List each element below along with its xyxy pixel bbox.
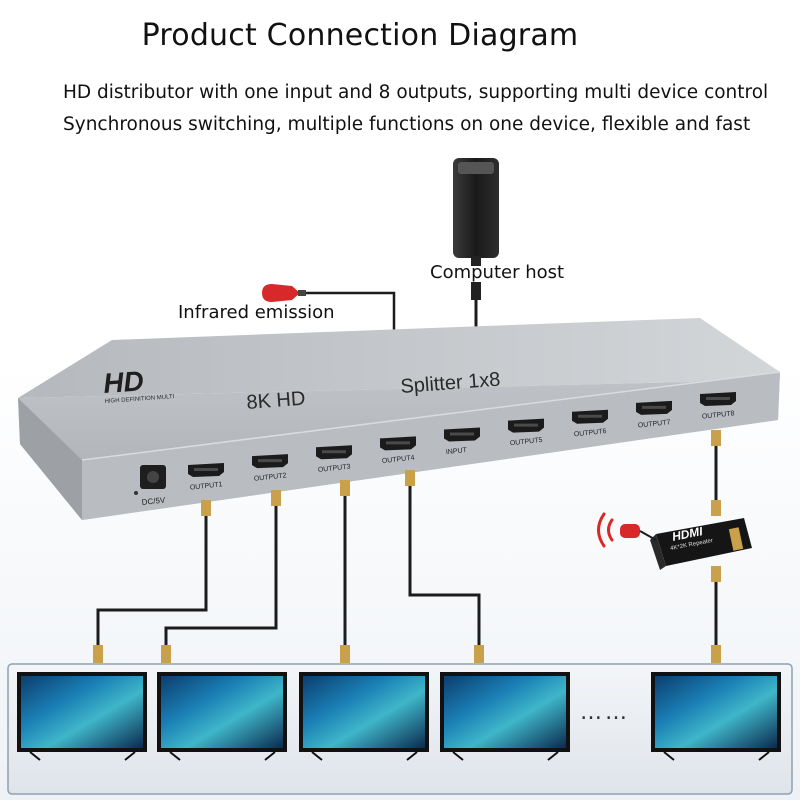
port-label-output3: OUTPUT3 xyxy=(318,464,351,474)
monitor-2 xyxy=(157,672,287,761)
repeater-ir-cable xyxy=(639,530,657,541)
device-logo-subtext: HIGH DEFINITION MULTI xyxy=(104,394,174,405)
power-label: DC/5V xyxy=(141,496,166,507)
input-cable-plug-top xyxy=(471,282,481,300)
hdmi-port-output7: OUTPUT7 xyxy=(636,400,672,430)
hdmi-port-output1: OUTPUT1 xyxy=(188,463,224,492)
more-monitors-ellipsis: …… xyxy=(580,700,630,725)
port-label-output4: OUTPUT4 xyxy=(382,455,415,465)
port-label-output2: OUTPUT2 xyxy=(254,472,287,482)
hdmi-ports: OUTPUT1 OUTPUT2 OUTPUT3 OUTPUT4 INPUT OUTPUT5… xyxy=(188,392,736,492)
port-label-output5: OUTPUT5 xyxy=(510,437,543,447)
device-logo-text: HD xyxy=(102,365,145,399)
hdmi-port-output2: OUTPUT2 xyxy=(252,454,288,483)
description-line-2: Synchronous switching, multiple function… xyxy=(63,114,751,135)
hdmi-port-output4: OUTPUT4 xyxy=(380,436,416,465)
monitor-3 xyxy=(299,672,429,761)
device-model-text: 8K HD xyxy=(246,388,306,414)
description-line-1: HD distributor with one input and 8 outp… xyxy=(63,82,769,103)
wireless-signal-icon xyxy=(597,512,614,548)
power-jack xyxy=(134,465,166,495)
port-label-input: INPUT xyxy=(446,447,468,456)
port-label-output8: OUTPUT8 xyxy=(702,410,735,420)
output-cables xyxy=(96,440,718,650)
monitor-5 xyxy=(651,672,781,761)
hdmi-port-output8: OUTPUT8 xyxy=(700,392,736,421)
device-logo: HD HIGH DEFINITION MULTI xyxy=(102,365,175,405)
repeater-ir-receiver xyxy=(620,524,640,538)
hdmi-repeater xyxy=(650,518,752,570)
hdmi-port-input: INPUT xyxy=(444,427,480,456)
hdmi-port-output5: OUTPUT5 xyxy=(508,418,544,447)
infrared-emission-label: Infrared emission xyxy=(178,302,335,323)
monitor-1 xyxy=(17,672,147,761)
computer-host xyxy=(453,158,499,266)
output-cable-plugs xyxy=(93,430,721,663)
port-label-output6: OUTPUT6 xyxy=(574,428,607,438)
computer-host-label: Computer host xyxy=(430,262,565,283)
ir-emitter xyxy=(262,284,306,302)
page-title: Product Connection Diagram xyxy=(141,18,579,53)
monitor-4 xyxy=(440,672,570,761)
port-label-output1: OUTPUT1 xyxy=(190,481,223,491)
hdmi-port-output3: OUTPUT3 xyxy=(316,445,352,474)
hdmi-port-output6: OUTPUT6 xyxy=(572,409,608,438)
port-label-output7: OUTPUT7 xyxy=(638,419,671,429)
